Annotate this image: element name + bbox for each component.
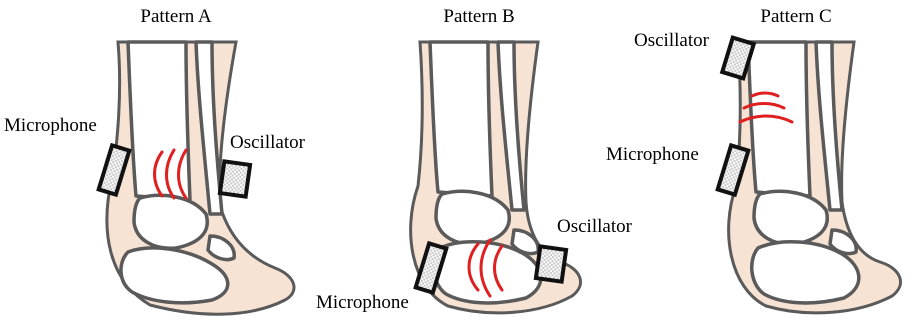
oscillator-pad-icon xyxy=(220,161,250,196)
panel-pattern-c: Pattern C Oscillator Microphone xyxy=(606,6,901,313)
pattern-c-oscillator-label: Oscillator xyxy=(634,30,710,51)
pattern-c-title: Pattern C xyxy=(760,6,831,27)
tibia-bone-a xyxy=(128,42,190,200)
pattern-b-oscillator-label: Oscillator xyxy=(557,216,633,237)
pattern-b-title: Pattern B xyxy=(443,6,514,27)
pattern-a-microphone-label: Microphone xyxy=(4,115,97,136)
panel-pattern-b: Pattern B Oscillator Microphone xyxy=(316,6,633,313)
pattern-c-microphone-label: Microphone xyxy=(606,144,699,165)
tarsal-bone-c xyxy=(830,230,856,254)
panel-pattern-a: Pattern A Microphone Oscillator xyxy=(4,6,306,314)
tibia-bone-c xyxy=(748,42,810,196)
talus-bone-b xyxy=(436,191,509,244)
pattern-a-oscillator-label: Oscillator xyxy=(230,132,306,153)
talus-bone-c xyxy=(754,191,827,244)
oscillator-pad-icon xyxy=(536,246,566,281)
talus-bone-a xyxy=(134,195,207,248)
tibia-bone-b xyxy=(430,42,492,196)
pattern-b-microphone-label: Microphone xyxy=(316,292,409,313)
pattern-a-title: Pattern A xyxy=(140,6,212,27)
